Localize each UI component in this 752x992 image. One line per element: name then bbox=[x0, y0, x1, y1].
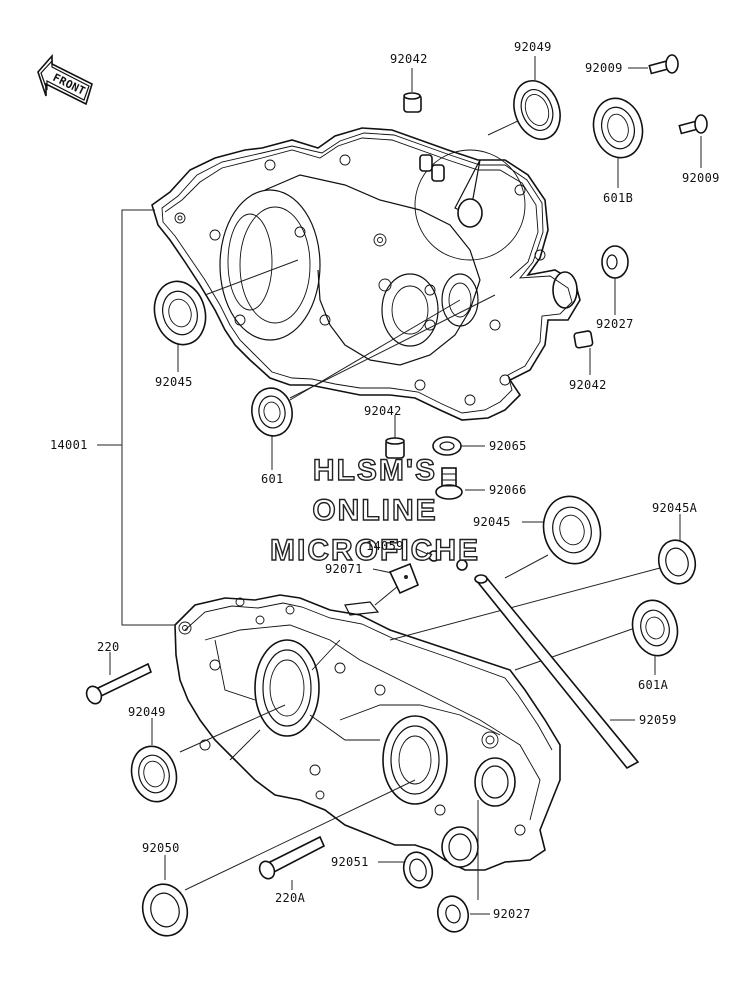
callout-92065: 92065 bbox=[489, 439, 527, 453]
lower-crankcase-half bbox=[174, 594, 561, 871]
collar-92027-right bbox=[601, 245, 629, 279]
upper-crankcase-half bbox=[151, 127, 581, 421]
screw-92009-b bbox=[678, 114, 708, 135]
watermark: HLSM'S ONLINE MICROFICHE bbox=[269, 453, 480, 567]
front-arrow-icon: FRONT bbox=[37, 53, 93, 106]
callout-92042-top: 92042 bbox=[390, 52, 428, 66]
bolt-220a bbox=[258, 835, 326, 880]
callout-labels: 92042 92049 92009 92009 601B 92027 92042… bbox=[50, 40, 720, 921]
leader-lines bbox=[97, 56, 702, 915]
oil-seal-92049-left bbox=[130, 745, 178, 803]
callout-92049-top: 92049 bbox=[514, 40, 552, 54]
screw-92009-a bbox=[648, 54, 679, 75]
bolt-220 bbox=[85, 662, 153, 705]
ball-bearing-92045-left bbox=[153, 280, 207, 346]
callout-92059: 92059 bbox=[639, 713, 677, 727]
callout-92045a: 92045A bbox=[652, 501, 698, 515]
callout-92050: 92050 bbox=[142, 841, 180, 855]
ball-bearing-601 bbox=[251, 387, 293, 437]
callout-14059: 14059 bbox=[366, 539, 404, 553]
clip-14059 bbox=[428, 550, 468, 571]
callout-92049-left: 92049 bbox=[128, 705, 166, 719]
oil-seal-92051 bbox=[402, 851, 434, 889]
dowel-pin-92042-top bbox=[403, 92, 422, 113]
callout-92051: 92051 bbox=[331, 855, 369, 869]
collar-92027-bottom bbox=[436, 895, 470, 933]
ball-bearing-601a bbox=[631, 599, 679, 657]
callout-92045-mid: 92045 bbox=[473, 515, 511, 529]
callout-601b: 601B bbox=[603, 191, 633, 205]
callout-601: 601 bbox=[261, 472, 284, 486]
watermark-line-1: HLSM'S bbox=[313, 454, 437, 487]
watermark-line-3: MICROFICHE bbox=[270, 534, 480, 567]
dowel-pin-92042-mid bbox=[385, 437, 405, 459]
watermark-line-2: ONLINE bbox=[312, 494, 437, 527]
callout-92009-b: 92009 bbox=[682, 171, 720, 185]
callout-92009-a: 92009 bbox=[585, 61, 623, 75]
callout-92045-left: 92045 bbox=[155, 375, 193, 389]
ball-bearing-92045-mid bbox=[542, 495, 602, 565]
callout-92027-bottom: 92027 bbox=[493, 907, 531, 921]
callout-14001: 14001 bbox=[50, 438, 88, 452]
callout-92071: 92071 bbox=[325, 562, 363, 576]
oil-seal-92050 bbox=[141, 883, 189, 937]
dowel-pin-92042-right bbox=[573, 330, 594, 349]
callout-92027-right: 92027 bbox=[596, 317, 634, 331]
callout-220a: 220A bbox=[275, 891, 306, 905]
tube-92059 bbox=[474, 574, 640, 770]
plug-92066 bbox=[435, 467, 463, 500]
callout-92042-right: 92042 bbox=[569, 378, 607, 392]
callout-220: 220 bbox=[97, 640, 120, 654]
ball-bearing-92045a bbox=[657, 539, 697, 585]
oil-seal-92049-top bbox=[513, 80, 561, 140]
callout-92066: 92066 bbox=[489, 483, 527, 497]
callout-92042-mid: 92042 bbox=[364, 404, 402, 418]
callout-601a: 601A bbox=[638, 678, 669, 692]
stopper-92071 bbox=[388, 562, 420, 595]
ball-bearing-601b bbox=[592, 97, 644, 159]
washer-92065 bbox=[432, 436, 462, 456]
